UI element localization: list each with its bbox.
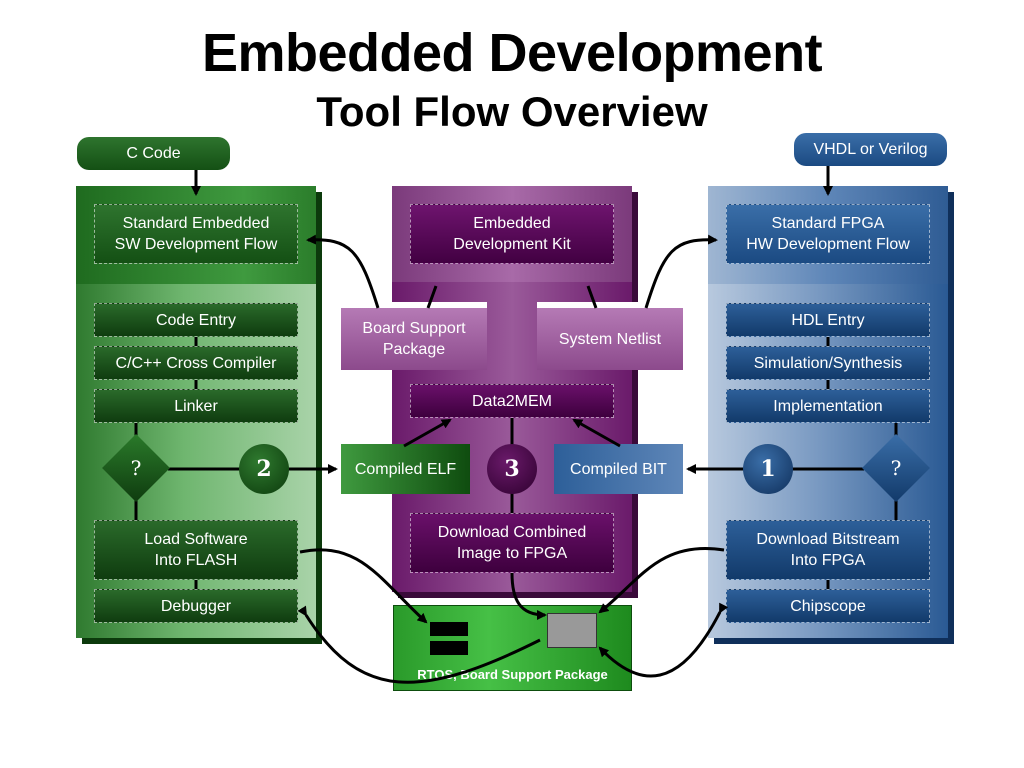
download-bitstream-step: Download Bitstream Into FPGA bbox=[726, 520, 930, 580]
hdl-entry-step: HDL Entry bbox=[726, 303, 930, 337]
linker-step: Linker bbox=[94, 389, 298, 423]
page-title: Embedded Development bbox=[201, 23, 823, 83]
flash-chip-icon bbox=[430, 622, 468, 636]
chipscope-step: Chipscope bbox=[726, 589, 930, 623]
c-code-input: C Code bbox=[77, 137, 230, 170]
edk-to-netlist bbox=[586, 285, 598, 309]
simulation-synthesis-step: Simulation/Synthesis bbox=[726, 346, 930, 380]
vhdl-verilog-input: VHDL or Verilog bbox=[794, 133, 947, 166]
code-entry-step: Code Entry bbox=[94, 303, 298, 337]
bit-to-data2mem bbox=[572, 418, 621, 448]
download-to-fpga bbox=[510, 572, 547, 620]
system-netlist-box: System Netlist bbox=[537, 302, 683, 370]
edk-to-bsp bbox=[426, 285, 438, 309]
cross-compiler-step: C/C++ Cross Compiler bbox=[94, 346, 298, 380]
fpga-chip-icon bbox=[547, 613, 597, 648]
data2mem-step: Data2MEM bbox=[410, 384, 614, 418]
chipscope-link bbox=[598, 602, 729, 678]
hw-decision-label: ? bbox=[890, 456, 902, 480]
debugger-link bbox=[297, 605, 541, 684]
step-2-marker: 2 bbox=[239, 444, 289, 494]
sw-flow-header: Standard Embedded SW Development Flow bbox=[94, 204, 298, 264]
sw-decision: ? bbox=[102, 434, 170, 502]
edk-header: Embedded Development Kit bbox=[410, 204, 614, 264]
implementation-step: Implementation bbox=[726, 389, 930, 423]
board-support-package-box: Board Support Package bbox=[341, 302, 487, 370]
page-subtitle: Tool Flow Overview bbox=[316, 88, 708, 135]
step-3-marker: 3 bbox=[487, 444, 537, 494]
debugger-step: Debugger bbox=[94, 589, 298, 623]
step-1-marker: 1 bbox=[743, 444, 793, 494]
elf-to-data2mem bbox=[403, 418, 452, 448]
arrow-netlist-to-hw bbox=[644, 234, 718, 309]
hw-decision: ? bbox=[862, 434, 930, 502]
load-to-flash bbox=[299, 548, 428, 624]
compiled-elf-box: Compiled ELF bbox=[341, 444, 470, 494]
load-software-step: Load Software Into FLASH bbox=[94, 520, 298, 580]
bitstream-to-fpga bbox=[598, 547, 725, 614]
flash-chip-icon-2 bbox=[430, 641, 468, 655]
compiled-bit-box: Compiled BIT bbox=[554, 444, 683, 494]
download-combined-step: Download Combined Image to FPGA bbox=[410, 513, 614, 573]
hw-flow-header: Standard FPGA HW Development Flow bbox=[726, 204, 930, 264]
arrow-bsp-to-sw bbox=[306, 234, 380, 309]
sw-decision-label: ? bbox=[130, 456, 142, 480]
